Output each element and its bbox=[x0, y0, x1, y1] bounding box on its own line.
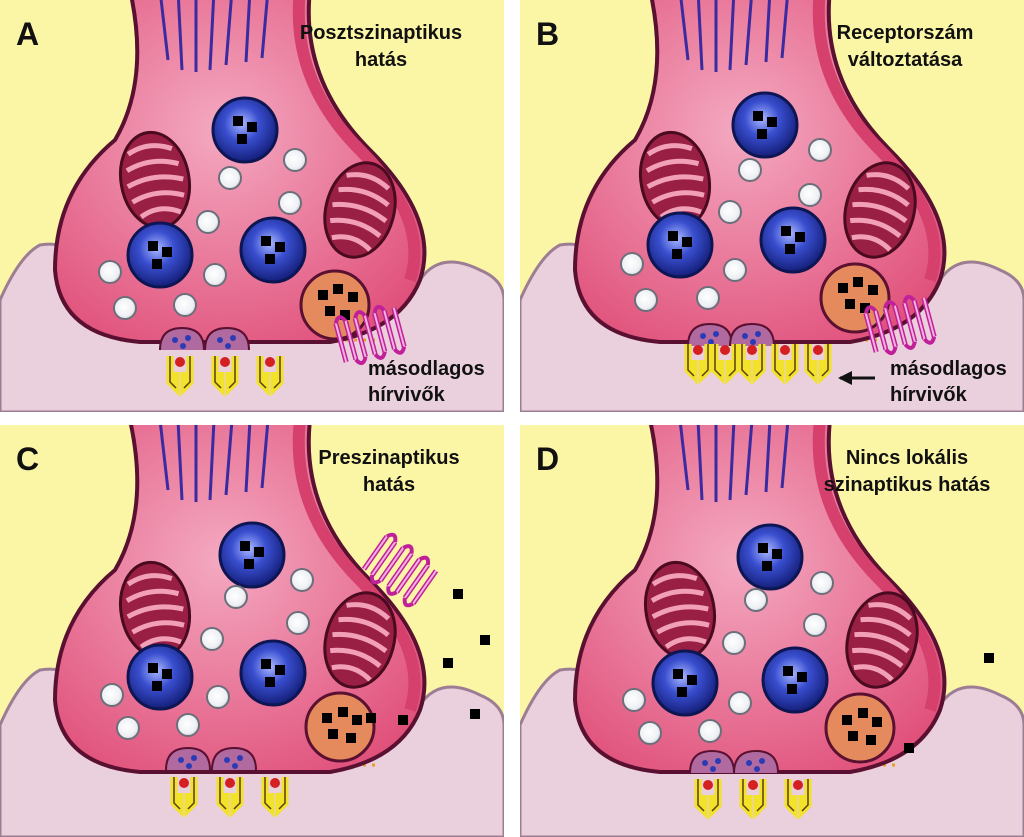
panel-letter: A bbox=[16, 16, 40, 52]
panel-b: B Receptorszám változtatása másodlagos h… bbox=[520, 0, 1024, 412]
synapse-diagram-d bbox=[520, 425, 1024, 837]
panel-title: Preszinaptikus hatás bbox=[318, 447, 460, 496]
synapse-diagram-b bbox=[520, 0, 1024, 412]
panel-title: Receptorszám változtatása bbox=[836, 22, 974, 71]
synapse-diagram-a bbox=[0, 0, 504, 412]
panel-letter: C bbox=[16, 441, 40, 477]
panel-title: Nincs lokális szinaptikus hatás bbox=[823, 447, 991, 496]
second-messenger-label: másodlagos hírvivők bbox=[890, 358, 1007, 406]
panel-c: C Preszinaptikus hatás bbox=[0, 425, 504, 837]
second-messenger-label: másodlagos hírvivők bbox=[368, 358, 485, 406]
panel-letter: B bbox=[536, 16, 560, 52]
panel-d: D Nincs lokális szinaptikus hatás bbox=[520, 425, 1024, 837]
panel-a: A Posztszinaptikus hatás másodlagos hírv… bbox=[0, 0, 504, 412]
panel-letter: D bbox=[536, 441, 560, 477]
synapse-diagram-c bbox=[0, 425, 504, 837]
panel-title: Posztszinaptikus hatás bbox=[299, 22, 463, 71]
